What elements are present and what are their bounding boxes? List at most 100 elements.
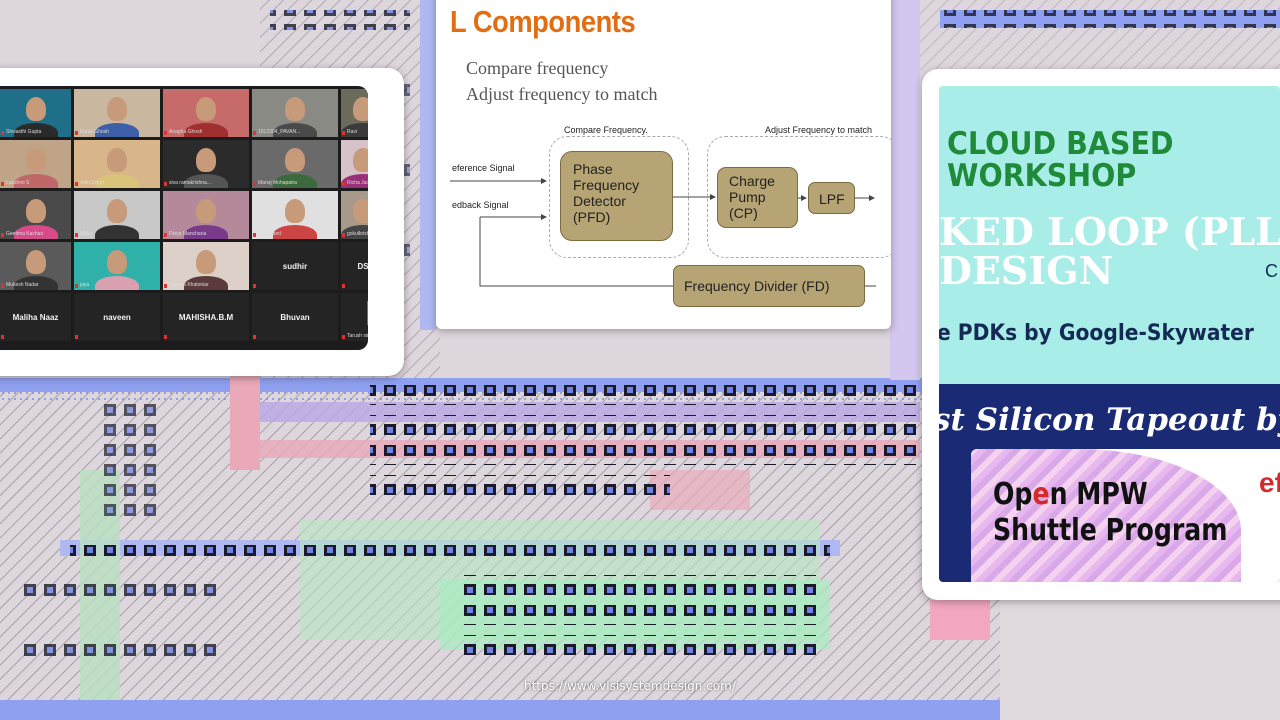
- participant-tile[interactable]: TTarush singh: [341, 293, 368, 341]
- participant-face: [107, 250, 127, 274]
- banner-heading: CLOUD BASED WORKSHOP: [947, 128, 1174, 192]
- participant-face: [196, 199, 216, 223]
- muted-mic-icon: [164, 182, 167, 186]
- participant-face: [353, 199, 368, 223]
- feedback-signal-label: edback Signal: [452, 200, 509, 210]
- participant-tile[interactable]: Geetima Kachari: [0, 191, 71, 239]
- participant-name: 1912304_PAVAN...: [258, 129, 301, 135]
- participant-body: [273, 225, 317, 239]
- mpw-text-part: n MPW: [1049, 477, 1148, 512]
- muted-mic-icon: [1, 233, 4, 237]
- participant-name: Maliha Naaz: [12, 312, 59, 322]
- participant-tile[interactable]: gokulkrishna: [341, 191, 368, 239]
- participant-body: [13, 174, 58, 188]
- participant-face: [25, 148, 46, 172]
- participant-tile[interactable]: Mili Anand: [252, 191, 338, 239]
- participant-face: [285, 148, 305, 172]
- participant-body: [273, 123, 317, 137]
- muted-mic-icon: [253, 182, 256, 186]
- participant-name: Geetima Kachari: [6, 231, 44, 237]
- frequency-divider-block: Frequency Divider (FD): [673, 265, 865, 307]
- banner-line-cloud: CLOUD BASED: [947, 126, 1174, 162]
- participant-tile[interactable]: Shwasthi Gupta: [0, 89, 71, 137]
- participant-tile[interactable]: Malar: [74, 191, 160, 239]
- participant-tile[interactable]: Anagha Ghosh: [163, 89, 249, 137]
- participant-tile[interactable]: Bhuvan: [252, 293, 338, 341]
- muted-mic-icon: [253, 233, 256, 237]
- participant-face: [107, 199, 127, 223]
- compare-group-label: Compare Frequency.: [564, 125, 648, 135]
- participant-face: [196, 148, 216, 172]
- participant-name: Bhuvan: [280, 312, 310, 322]
- participant-avatar: T: [367, 301, 368, 325]
- muted-mic-icon: [1, 131, 4, 135]
- banner-pll-title: KED LOOP (PLL) DESIGN: [939, 212, 1280, 290]
- lpf-block: LPF: [808, 182, 855, 214]
- participant-body: [95, 276, 139, 290]
- participant-body: [341, 123, 368, 137]
- participant-body: [184, 225, 228, 239]
- participant-tile[interactable]: Lakshmi S: [0, 140, 71, 188]
- muted-mic-icon: [164, 335, 167, 339]
- participant-name: Kunal Ghosh: [80, 129, 109, 135]
- muted-mic-icon: [75, 284, 78, 288]
- muted-mic-icon: [342, 131, 345, 135]
- adjust-group-label: Adjust Frequency to match: [765, 125, 873, 135]
- workshop-banner: CLOUD BASED WORKSHOP KED LOOP (PLL) DESI…: [939, 86, 1280, 582]
- participant-body: [341, 174, 368, 188]
- muted-mic-icon: [253, 284, 256, 288]
- muted-mic-icon: [253, 131, 256, 135]
- muted-mic-icon: [75, 233, 78, 237]
- muted-mic-icon: [342, 335, 345, 339]
- participant-name: Richa Jain: [347, 180, 368, 186]
- participant-tile[interactable]: Kunal Ghosh: [74, 89, 160, 137]
- participant-tile[interactable]: naveen: [74, 293, 160, 341]
- participant-body: [95, 123, 139, 137]
- muted-mic-icon: [342, 284, 345, 288]
- participant-tile[interactable]: Mukesh Nadar: [0, 242, 71, 290]
- participant-tile[interactable]: sudhir: [252, 242, 338, 290]
- participant-tile[interactable]: jaya: [74, 242, 160, 290]
- website-url[interactable]: https://www.vlsisystemdesign.com/: [524, 679, 736, 693]
- participant-tile[interactable]: Aditi Singh: [74, 140, 160, 188]
- banner-pdk-text: e PDKs by Google-Skywater: [939, 321, 1254, 346]
- banner-line-workshop: WORKSHOP: [947, 158, 1137, 194]
- participant-tile[interactable]: Manoj Mohapatra: [252, 140, 338, 188]
- participant-name: gokulkrishna: [347, 231, 368, 237]
- muted-mic-icon: [1, 284, 4, 288]
- participant-name: siva ramakrishna...: [169, 180, 211, 186]
- participant-name: Mili Anand: [258, 231, 282, 237]
- slide-bullet: Adjust frequency to match: [466, 84, 658, 104]
- open-mpw-text: Open MPW Shuttle Program: [993, 477, 1228, 549]
- participant-name: jaya: [80, 282, 90, 288]
- participant-tile[interactable]: DS: [341, 242, 368, 290]
- banner-pll-line2: DESIGN: [939, 248, 1114, 293]
- participant-name: Mukesh Nadar: [6, 282, 39, 288]
- participant-tile[interactable]: Supriya Khatoniar: [163, 242, 249, 290]
- participant-tile[interactable]: siva ramakrishna...: [163, 140, 249, 188]
- reference-signal-label: eference Signal: [452, 163, 515, 173]
- participant-body: [341, 225, 368, 239]
- banner-cut-glyph: C: [1265, 261, 1278, 281]
- participant-tile[interactable]: 1912304_PAVAN...: [252, 89, 338, 137]
- participant-face: [353, 148, 368, 172]
- workshop-banner-card: CLOUD BASED WORKSHOP KED LOOP (PLL) DESI…: [922, 69, 1280, 600]
- participant-tile[interactable]: Ravi: [341, 89, 368, 137]
- participant-face: [285, 199, 305, 223]
- participant-tile[interactable]: Richa Jain: [341, 140, 368, 188]
- participant-tile[interactable]: Divya Mancharia: [163, 191, 249, 239]
- participant-name: naveen: [103, 312, 131, 322]
- muted-mic-icon: [342, 233, 345, 237]
- participant-tile[interactable]: MAHISHA.B.M: [163, 293, 249, 341]
- participant-body: [95, 225, 139, 239]
- compare-group-outline: [549, 136, 689, 258]
- participant-body: [184, 276, 228, 290]
- participant-name: MAHISHA.B.M: [178, 312, 234, 322]
- banner-tapeout-text: st Silicon Tapeout by VSD: [939, 402, 1280, 438]
- participant-body: [184, 174, 228, 188]
- participant-body: [13, 123, 58, 137]
- block-diagram-connectors: [450, 178, 876, 287]
- participant-face: [285, 97, 305, 121]
- participant-tile[interactable]: Maliha Naaz: [0, 293, 71, 341]
